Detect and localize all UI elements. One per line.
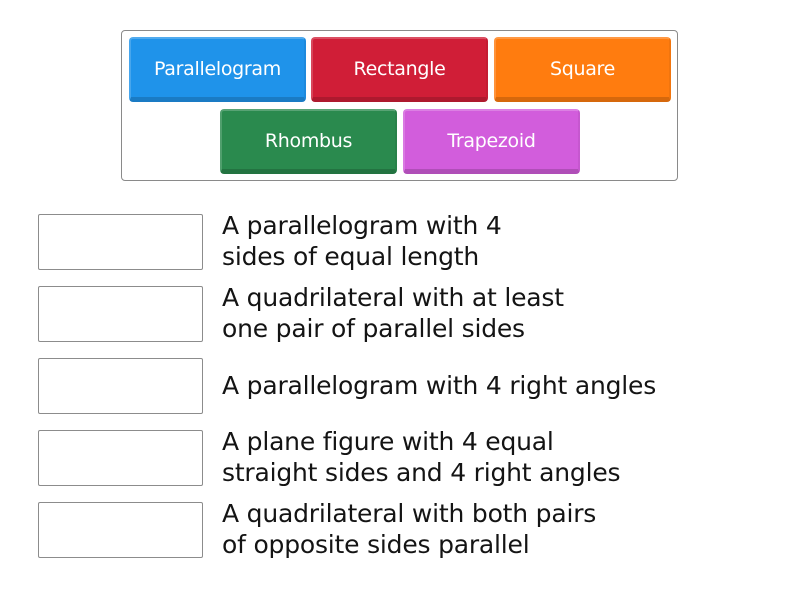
word-bank: Parallelogram Rectangle Square Rhombus T… xyxy=(121,30,678,181)
match-row: A quadrilateral with both pairs of oppos… xyxy=(38,499,778,559)
match-row: A parallelogram with 4 right angles xyxy=(38,358,778,414)
tile-trapezoid[interactable]: Trapezoid xyxy=(403,109,580,174)
tile-rectangle[interactable]: Rectangle xyxy=(311,37,488,102)
tile-label: Parallelogram xyxy=(154,58,281,80)
tile-label: Square xyxy=(549,58,616,80)
match-row: A parallelogram with 4 sides of equal le… xyxy=(38,211,778,271)
answer-drop-zone[interactable] xyxy=(38,286,203,342)
tile-square[interactable]: Square xyxy=(494,37,671,102)
match-description: A quadrilateral with both pairs of oppos… xyxy=(222,499,597,559)
answer-drop-zone[interactable] xyxy=(38,214,203,270)
answer-drop-zone[interactable] xyxy=(38,358,203,414)
tile-label: Trapezoid xyxy=(447,130,536,152)
tile-label: Rectangle xyxy=(353,58,446,80)
match-description: A parallelogram with 4 right angles xyxy=(222,371,657,400)
answer-drop-zone[interactable] xyxy=(38,502,203,558)
match-description: A plane figure with 4 equal straight sid… xyxy=(222,427,621,487)
match-row: A quadrilateral with at least one pair o… xyxy=(38,283,778,343)
match-description: A quadrilateral with at least one pair o… xyxy=(222,283,564,343)
answer-drop-zone[interactable] xyxy=(38,430,203,486)
match-description: A parallelogram with 4 sides of equal le… xyxy=(222,211,502,271)
tile-parallelogram[interactable]: Parallelogram xyxy=(129,37,306,102)
tile-label: Rhombus xyxy=(264,130,353,152)
match-row: A plane figure with 4 equal straight sid… xyxy=(38,427,778,487)
tile-rhombus[interactable]: Rhombus xyxy=(220,109,397,174)
